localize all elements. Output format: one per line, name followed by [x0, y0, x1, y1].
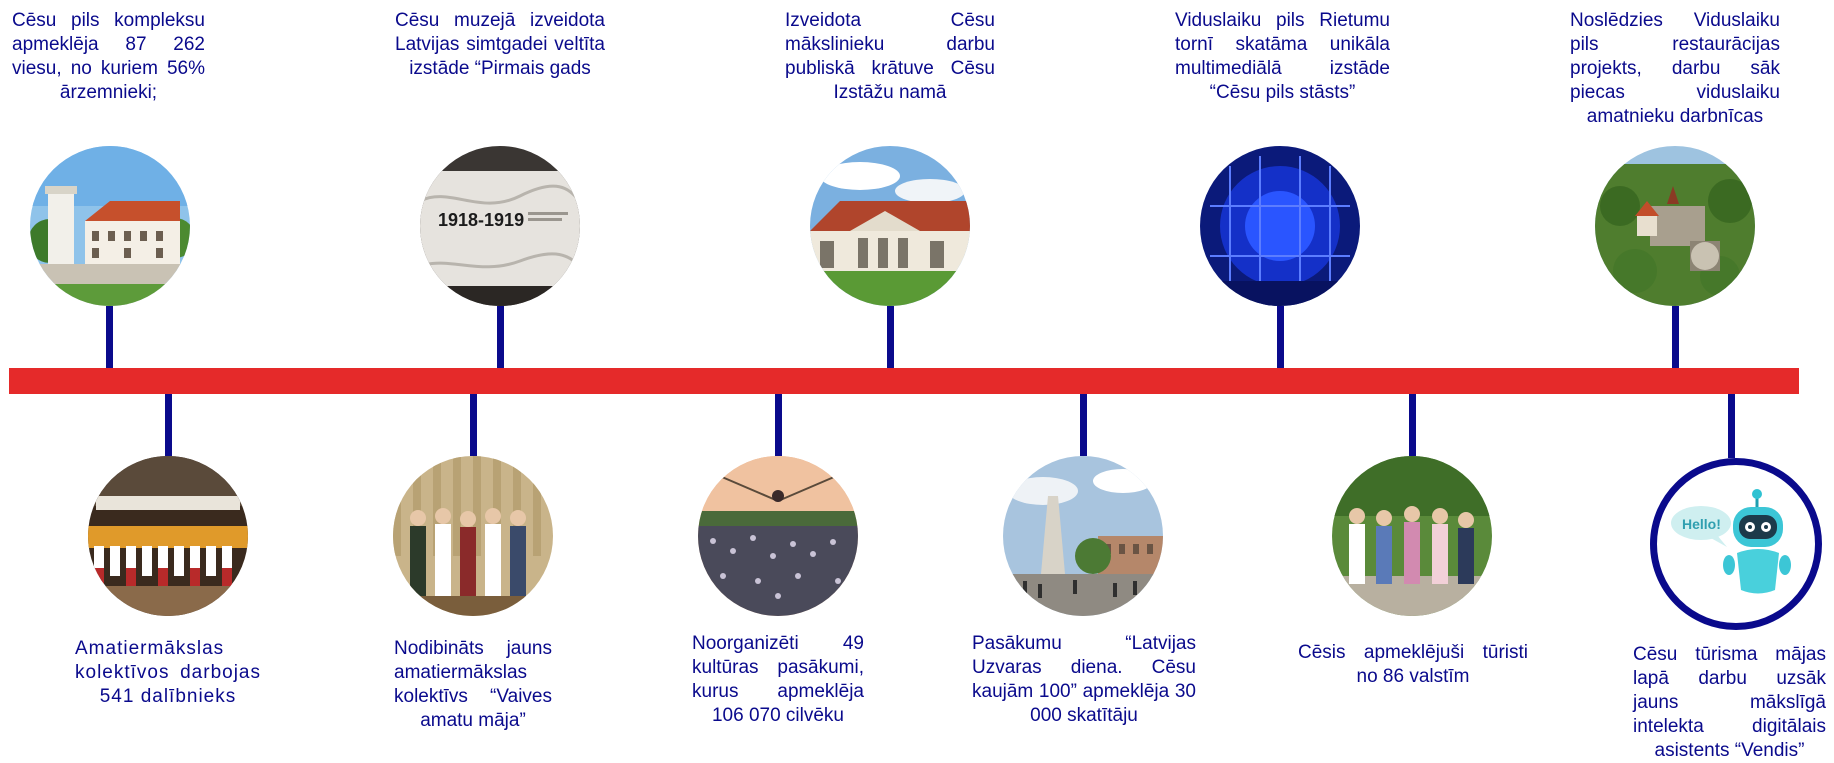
milestone-caption-castle-visitors: Cēsu pils kompleksu apmeklēja 87 262 vie… [12, 10, 205, 103]
castle-aerial-photo [1595, 146, 1755, 306]
tourists-group-photo [1332, 456, 1492, 616]
choir-on-stage-photo [88, 456, 248, 616]
victory-monument-photo [1003, 456, 1163, 616]
timeline-stem [1672, 306, 1679, 368]
milestone-caption-exhibition: Cēsu muzejā izveidota Latvijas simtgadei… [395, 10, 605, 79]
timeline-stem [1080, 394, 1087, 456]
milestone-caption-cultural-events: Noorganizēti 49 kultūras pasākumi, kurus… [692, 633, 864, 726]
timeline-stem [775, 394, 782, 456]
timeline-stem [1277, 306, 1284, 368]
timeline-stem [470, 394, 477, 456]
milestone-caption-new-collective: Nodibināts jauns amatiermākslas kolektīv… [394, 638, 552, 731]
timeline-stem [497, 306, 504, 368]
robot-assistant-icon: Hello! [1650, 458, 1822, 630]
milestone-caption-ai-assistant: Cēsu tūrisma mājas lapā darbu uzsāk jaun… [1633, 644, 1826, 761]
timeline-stem [165, 394, 172, 456]
timeline-bar [9, 368, 1799, 394]
milestone-caption-art-repository: Izveidota Cēsu mākslinieku darbu publisk… [785, 10, 995, 103]
timeline-stem [887, 306, 894, 368]
exhibition-hall-building-photo [810, 146, 970, 306]
timeline-stem [1409, 394, 1416, 456]
milestone-caption-tourists: Cēsis apmeklējuši tūristi no 86 valstīm [1298, 642, 1528, 687]
milestone-caption-restoration: Noslēdzies Viduslaiku pils restaurācijas… [1570, 10, 1780, 127]
svg-text:1918-1919: 1918-1919 [438, 210, 524, 230]
exhibition-1918-1919-photo: 1918-1919 [420, 146, 580, 306]
timeline-stem [1728, 394, 1735, 458]
tower-blue-multimedia-photo [1200, 146, 1360, 306]
milestone-caption-tower-multimedia: Viduslaiku pils Rietumu tornī skatāma un… [1175, 10, 1390, 103]
timeline-stem [106, 306, 113, 368]
folk-group-photo [393, 456, 553, 616]
milestone-caption-victory-day: Pasākumu “Latvijas Uzvaras diena. Cēsu k… [972, 633, 1196, 726]
concert-crowd-photo [698, 456, 858, 616]
milestone-caption-amateur-art: Amatiermākslas kolektīvos darbojas 541 d… [75, 638, 261, 707]
castle-white-tower-photo [30, 146, 190, 306]
hello-bubble-text: Hello! [1682, 516, 1721, 532]
